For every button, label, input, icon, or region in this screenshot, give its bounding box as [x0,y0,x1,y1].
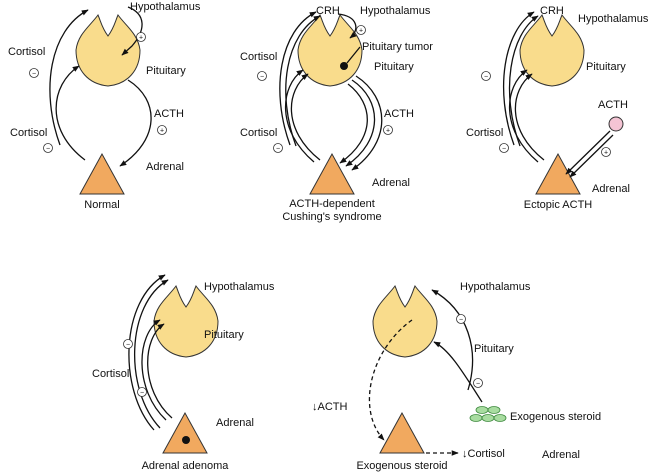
hypothalamus-label: Hypothalamus [360,5,431,17]
cortisol-top-sign: − [260,74,264,81]
cortisol-feedback-hypothalamus [49,9,89,146]
hypothalamus-label: Hypothalamus [460,281,531,293]
cortisol-feedback-hypothalamus [503,11,535,146]
pituitary-gland [153,284,219,358]
acth-label: ACTH [154,108,184,120]
acth-arrow [119,79,152,167]
panel-caption-line-2: Cushing's syndrome [282,211,381,223]
pituitary-label: Pituitary [586,61,626,73]
panel-acth-dependent: CRH Hypothalamus + Pituitary tumor Pitui… [240,5,433,223]
crh-sign: + [359,28,363,35]
ectopic-acth-arrow [565,130,611,175]
adrenal-label: Adrenal [592,183,630,195]
panel-normal: Hypothalamus + Pituitary Cortisol − Cort… [8,1,201,211]
hypothalamus-stimulus-arrow [121,6,143,56]
pituitary-sign: − [476,381,480,388]
tumor-label: Pituitary tumor [362,41,433,53]
pituitary-label: Pituitary [204,329,244,341]
adrenal-gland [379,411,425,454]
hypothalamus-sign: + [139,35,143,42]
cortisol-top-label: Cortisol [240,51,277,63]
cortisol-feedback-hypothalamus [279,11,317,146]
cortisol-feedback-pituitary [284,69,315,163]
acth-sign: + [386,128,390,135]
suppression-arrow-hypothalamus [431,289,474,391]
pituitary-gland [372,284,438,358]
acth-sign: + [604,150,608,157]
cortisol-feedback-pituitary [141,319,167,421]
cortisol-feedback-pituitary [55,65,86,161]
hypothalamus-label: Hypothalamus [204,281,275,293]
acth-sign: + [160,128,164,135]
pituitary-gland [75,13,141,87]
cortisol-bottom-label: Cortisol [240,127,277,139]
cortisol-bottom-sign: − [276,146,280,153]
panel-caption: Adrenal adenoma [142,460,230,472]
cortisol-top-sign: − [484,74,488,81]
pituitary-label: Pituitary [474,343,514,355]
panel-caption: Exogenous steroid [356,460,447,472]
cortisol-top-label: Cortisol [8,46,45,58]
bottom-sign: − [140,390,144,397]
adrenal-adenoma-nodule [182,436,190,444]
hypothalamus-label: Hypothalamus [578,13,649,25]
pituitary-label: Pituitary [146,65,186,77]
panel-ectopic-acth: CRH Hypothalamus Pituitary − Cortisol − … [466,5,649,211]
acth-arrow [345,79,376,167]
acth-label: ACTH [598,99,628,111]
crh-label: CRH [316,5,340,17]
cortisol-feedback-pituitary [508,69,539,163]
pituitary-tumor [340,62,348,70]
pituitary-label: Pituitary [374,61,414,73]
suppression-arrow-pituitary [433,341,483,403]
adrenal-label: Adrenal [216,417,254,429]
adrenal-label: Adrenal [146,161,184,173]
acth-decreased-arrow [368,319,413,441]
cortisol-down-label: ↓Cortisol [462,448,505,460]
cortisol-label: Cortisol [92,368,129,380]
adrenal-label: Adrenal [372,177,410,189]
cortisol-bottom-sign: − [46,146,50,153]
panel-exogenous-steroid: Hypothalamus Pituitary − − Exogenous ste… [312,281,601,472]
exogenous-steroid-pills [469,406,507,422]
cortisol-bottom-label: Cortisol [466,127,503,139]
hypothalamus-sign: − [459,317,463,324]
exogenous-steroid-label: Exogenous steroid [510,411,601,423]
panel-caption: Ectopic ACTH [524,199,593,211]
crh-arrow [337,13,357,39]
adrenal-gland [79,152,125,195]
ectopic-acth-source [608,116,624,132]
adrenal-label: Adrenal [542,449,580,461]
crh-label: CRH [540,5,564,17]
top-sign: − [126,342,130,349]
cortisol-top-sign: − [32,71,36,78]
panel-caption: Normal [84,199,119,211]
cortisol-bottom-label: Cortisol [10,127,47,139]
acth-label: ACTH [384,108,414,120]
cortisol-bottom-sign: − [502,146,506,153]
panel-adrenal-adenoma: Hypothalamus Pituitary − − Cortisol Adre… [92,274,275,472]
adrenal-gland [309,152,355,195]
panel-caption-line-1: ACTH-dependent [289,198,375,210]
acth-down-label: ↓ACTH [312,401,348,413]
adrenal-gland [162,411,208,454]
pituitary-gland [519,13,585,87]
hypothalamus-label: Hypothalamus [130,1,201,13]
